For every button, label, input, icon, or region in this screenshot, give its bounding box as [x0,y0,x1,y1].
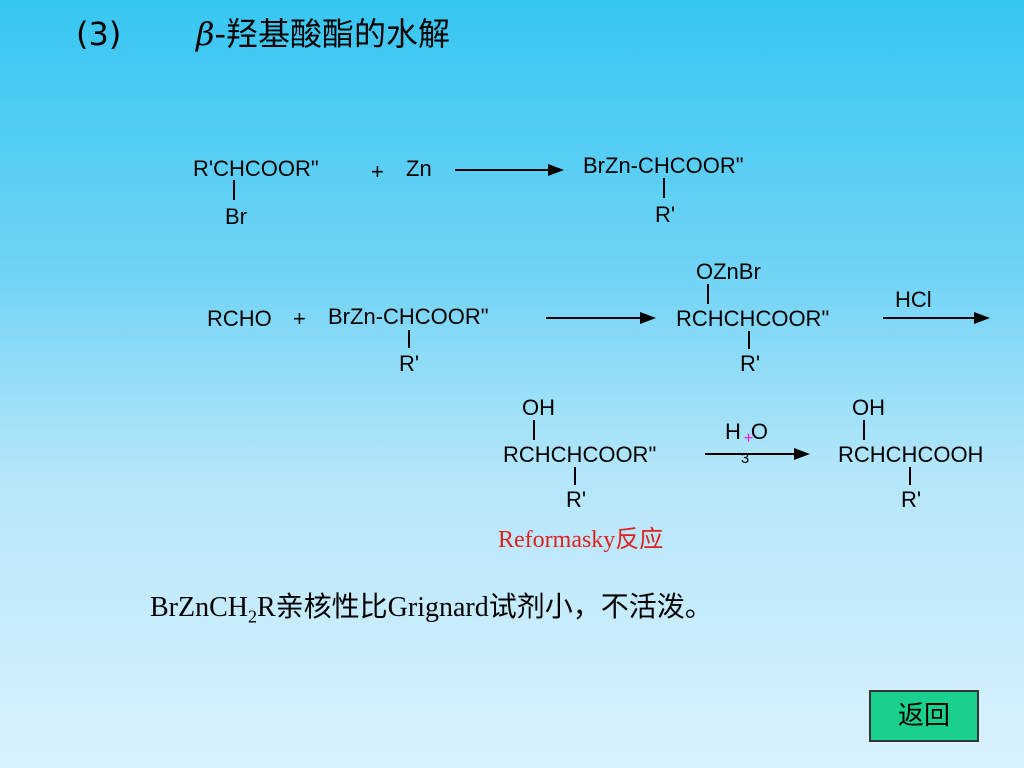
beta-symbol: β [196,15,215,53]
r2-product-top: OZnBr [696,259,761,284]
r2-reactant-b-main: BrZn-CHCOOR" [328,304,489,329]
r3-label-h: H [725,419,741,444]
title-text: -羟基酸酯的水解 [214,15,451,53]
r2-reactant-b-bond [408,330,410,348]
note-part2: R亲核性比Grignard试剂小，不活泼。 [257,592,713,623]
r3-product-top: OH [852,395,885,420]
reactivity-note: BrZnCH2R亲核性比Grignard试剂小，不活泼。 [150,588,713,637]
r3-product-bond [909,467,911,485]
r2-plus: + [293,306,306,331]
r3-product-top-bond [863,420,865,440]
r3-label-o: O [750,419,769,444]
r2-arrow-1 [546,312,656,324]
section-number: (3) [76,15,122,53]
reaction-name: Reformasky反应 [498,527,664,553]
slide-title: (3) β-羟基酸酯的水解 [76,14,450,54]
r1-product-sub: R' [655,202,676,227]
r2-reactant-b-sub: R' [399,351,420,376]
r3-product-sub: R' [901,487,922,512]
r3-label-charge: + [743,430,754,447]
r1-reactant-main: R'CHCOOR" [193,156,319,181]
r3-arrow [705,448,810,460]
r3-reactant-bond [574,467,576,485]
back-button[interactable]: 返回 [869,690,979,742]
r2-product-sub: R' [740,351,761,376]
r1-arrow [455,164,564,176]
r2-arrow-2 [883,312,990,324]
r1-reagent: Zn [406,156,432,181]
r2-reactant-a: RCHO [207,306,272,331]
r3-reactant-main: RCHCHCOOR" [503,442,657,467]
note-part1: BrZnCH [150,592,248,623]
r2-product-bond [748,331,750,349]
r3-reactant-sub: R' [566,487,587,512]
r2-arrow-label: HCl [895,287,932,312]
r2-product-main: RCHCHCOOR" [676,306,830,331]
r1-reactant-sub: Br [225,204,247,229]
r1-reactant-bond [233,180,235,200]
r1-product-bond [663,178,665,198]
r2-product-top-bond [707,284,709,304]
r3-reactant-top-bond [533,420,535,440]
r1-plus: + [371,159,384,184]
r3-reactant-top: OH [522,395,555,420]
r3-label-sub: 3 [740,450,750,467]
r3-product-main: RCHCHCOOH [838,442,984,467]
note-sub: 2 [248,606,257,627]
r1-product-main: BrZn-CHCOOR" [583,153,744,178]
